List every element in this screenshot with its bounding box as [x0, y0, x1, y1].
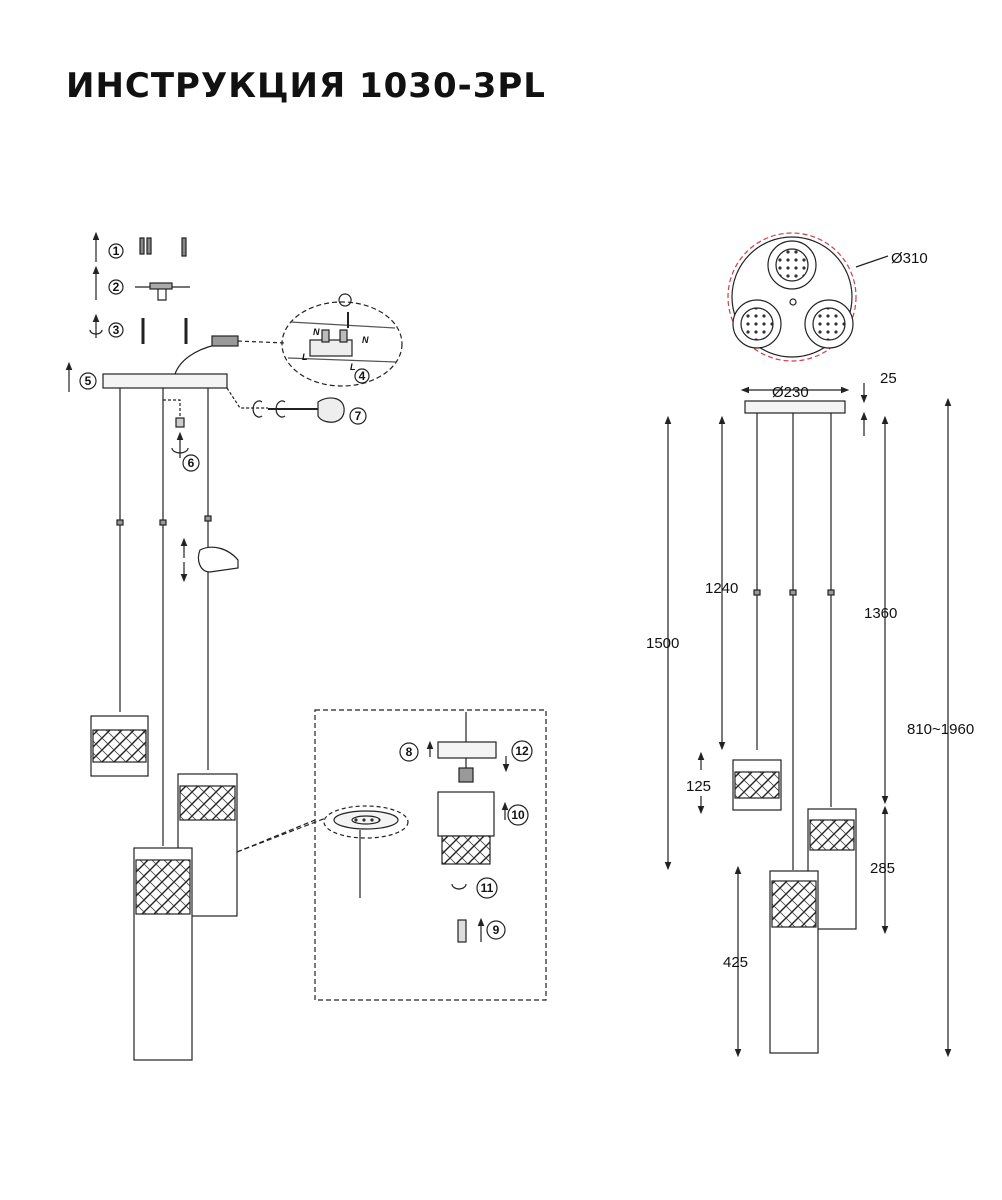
lampholder-detail — [314, 709, 547, 1001]
dim-canopy-height: 25 — [880, 370, 897, 387]
dim-shade-small: 125 — [686, 778, 711, 795]
wire-l-label: L — [302, 352, 308, 362]
step-labels: 1 2 3 4 5 6 7 8 9 10 11 12 N N L L — [85, 244, 529, 937]
wire-n-label: N — [313, 327, 320, 337]
dim-cable-short: 1240 — [705, 580, 738, 597]
step-12-label: 12 — [515, 744, 529, 758]
step-10-label: 10 — [511, 808, 525, 822]
step-4-wiring-detail — [281, 293, 403, 387]
step-2-label: 2 — [113, 280, 120, 294]
step-8-label: 8 — [406, 745, 413, 759]
step-6-label: 6 — [188, 456, 195, 470]
step-5-canopy — [65, 335, 286, 392]
dim-canopy-overall: Ø310 — [891, 250, 928, 267]
step-7-screwdriver — [226, 387, 367, 425]
dim-shade-medium: 285 — [870, 860, 895, 877]
installation-view — [65, 231, 403, 1061]
step-1-label: 1 — [113, 244, 120, 258]
step-5-label: 5 — [85, 374, 92, 388]
step-4-label: 4 — [359, 369, 366, 383]
suspension-cords — [116, 388, 212, 846]
canopy-outline — [727, 232, 857, 362]
step-3-screws — [89, 313, 188, 344]
step-6-ceiling-nut — [163, 399, 200, 472]
step-2-mounting-bracket — [92, 265, 190, 301]
dim-cable-long: 1500 — [646, 635, 679, 652]
step-1-wall-plugs — [92, 231, 187, 262]
wire-l-label-2: L — [350, 362, 356, 372]
dim-overall-height: 810~1960 — [907, 721, 974, 738]
dim-shade-large: 425 — [723, 954, 748, 971]
small-shade-left — [90, 715, 149, 777]
height-adjustment-hand — [180, 537, 239, 583]
large-shade-left — [133, 847, 193, 1061]
wire-n-label-2: N — [362, 335, 369, 345]
dimension-labels: Ø310 Ø230 25 1240 1360 1500 810~1960 125… — [646, 250, 974, 971]
dim-canopy-plate: Ø230 — [772, 384, 809, 401]
dim-cable-medium: 1360 — [864, 605, 897, 622]
page-title: ИНСТРУКЦИЯ 1030-3PL — [66, 66, 546, 106]
step-9-label: 9 — [493, 923, 500, 937]
step-7-label: 7 — [355, 409, 362, 423]
step-3-label: 3 — [113, 323, 120, 337]
dimension-view — [664, 232, 952, 1058]
step-11-label: 11 — [481, 881, 494, 895]
